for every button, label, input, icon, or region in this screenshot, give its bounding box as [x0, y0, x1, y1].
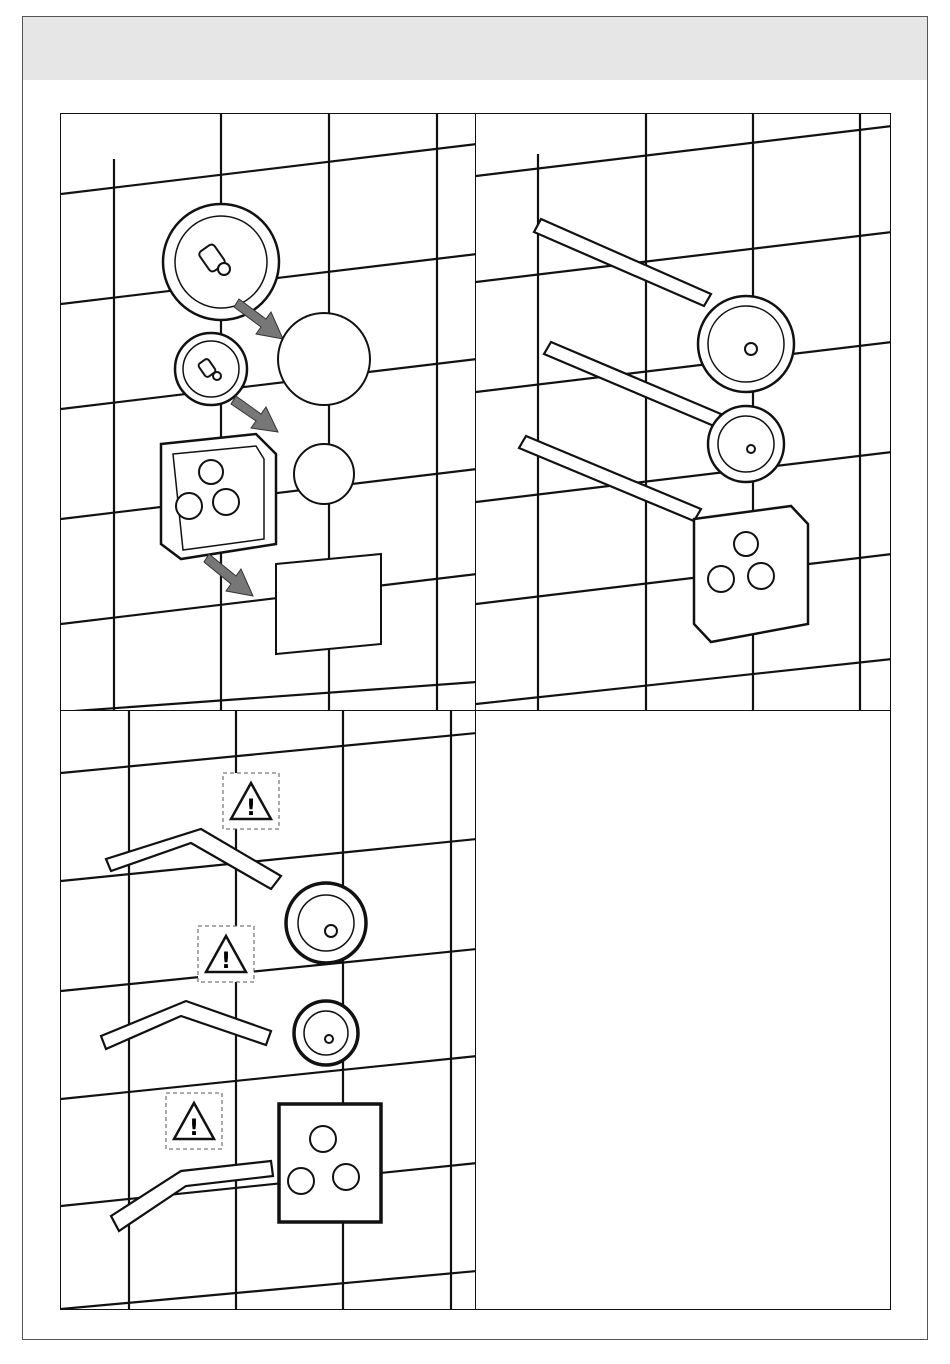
step-1-illustration	[61, 114, 476, 711]
large-round-box	[698, 296, 794, 392]
sealed-square-box	[279, 1104, 381, 1222]
warning-mark: !	[246, 796, 256, 821]
panel-step-3: ! ! !	[60, 710, 476, 1310]
panel-step-2	[475, 113, 891, 711]
square-box	[161, 434, 276, 559]
panel-step-4	[475, 710, 891, 1310]
medium-round-box	[175, 333, 247, 405]
medium-round-box	[708, 406, 784, 482]
large-round-box	[163, 204, 279, 320]
warning-mark: !	[189, 1116, 199, 1141]
panel-step-1	[60, 113, 476, 711]
square-box	[694, 506, 808, 642]
step-2-illustration	[476, 114, 891, 711]
warning-icon: !	[198, 926, 254, 982]
warning-icon: !	[223, 773, 279, 829]
step-3-illustration: ! ! !	[61, 711, 476, 1310]
sealed-round-box-medium	[294, 1001, 358, 1065]
header-band	[23, 17, 927, 80]
warning-mark: !	[221, 949, 231, 974]
warning-icon: !	[166, 1093, 222, 1149]
sealed-round-box-large	[286, 883, 366, 963]
